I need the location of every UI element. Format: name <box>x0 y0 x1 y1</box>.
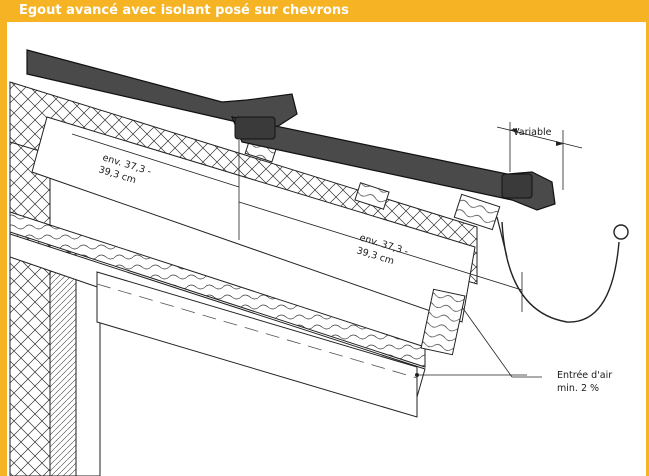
variable-dimension: Variable <box>496 122 583 190</box>
roof-eave-section-diagram: Variable env. 37,3 - 39,3 cm env. 37,3 -… <box>9 49 629 476</box>
air-inlet-line2: min. 2 % <box>557 383 599 394</box>
roof-tiles <box>26 49 556 211</box>
gutter <box>496 216 629 323</box>
header-bar <box>0 0 649 22</box>
page-title: Egout avancé avec isolant posé sur chevr… <box>19 3 349 18</box>
air-inlet-callout: Entrée d'air min. 2 % <box>415 306 612 394</box>
left-accent-border <box>0 22 7 476</box>
variable-label: Variable <box>513 127 552 138</box>
soffit <box>96 271 418 418</box>
insulation-layer <box>9 81 478 323</box>
right-accent-border <box>646 22 649 476</box>
battens <box>244 137 501 356</box>
air-inlet-line1: Entrée d'air <box>557 370 612 381</box>
